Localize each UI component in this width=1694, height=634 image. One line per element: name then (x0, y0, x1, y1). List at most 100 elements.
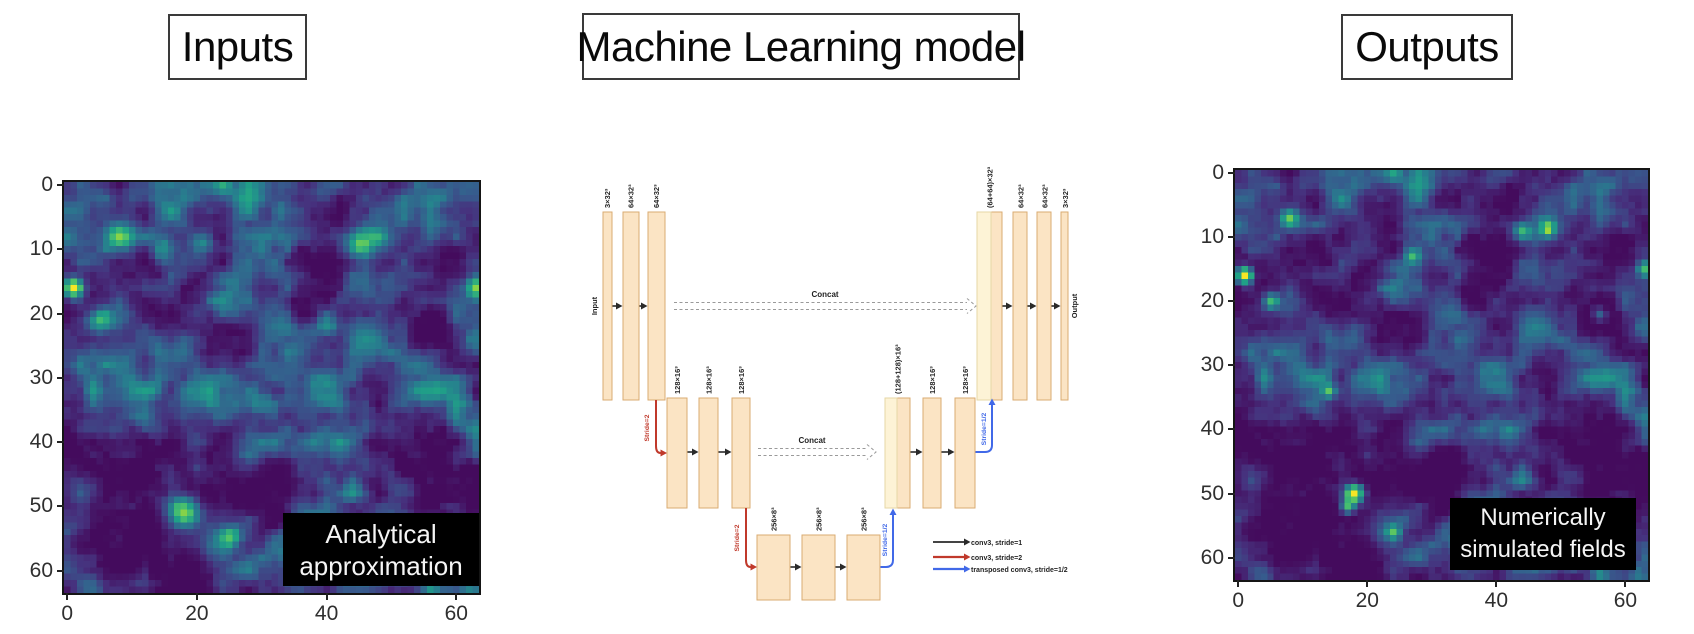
y-tick-mark (57, 248, 64, 251)
stride-half-arrow-icon (975, 398, 996, 453)
y-tick-label: 40 (1200, 417, 1224, 441)
y-tick-label: 0 (1212, 161, 1224, 185)
outputs-title-box: Outputs (1341, 14, 1513, 80)
x-tick-label: 20 (185, 602, 209, 625)
stride2-label: Stride=2 (644, 414, 651, 441)
downsample-arrows (655, 400, 757, 571)
x-tick-mark (455, 593, 458, 600)
y-tick-label: 10 (29, 237, 53, 261)
unet-diagram: Input Output Concat Concat Stride=2 Stri… (590, 166, 1079, 601)
unet-bar-bottleneck-1 (756, 534, 791, 601)
unet-bar-dec-top-1a (976, 211, 992, 401)
unet-bar-dec-top-4 (1060, 211, 1069, 401)
bar-label: 3×32³ (1061, 188, 1070, 208)
bar-label: (64+64)×32³ (986, 166, 995, 208)
stride2-arrow-icon (655, 400, 667, 457)
y-tick-mark (57, 505, 64, 508)
y-tick-mark (57, 376, 64, 379)
unet-input-label: Input (590, 296, 599, 315)
x-tick-label: 60 (1613, 589, 1638, 612)
x-tick-label: 20 (1355, 589, 1379, 612)
x-tick-label: 40 (1484, 589, 1509, 612)
unet-bar-enc-mid-2 (698, 397, 719, 509)
y-tick-label: 0 (41, 173, 53, 197)
y-tick-label: 60 (1200, 545, 1224, 569)
inputs-title-box: Inputs (168, 14, 307, 80)
overlay-line: Analytical (325, 518, 437, 549)
y-tick-label: 10 (1200, 225, 1224, 249)
y-tick-mark (1228, 428, 1235, 431)
unet-bars (602, 211, 1069, 601)
x-tick-mark (195, 593, 198, 600)
overlay-line: Numerically (1480, 504, 1606, 531)
concat-mid-label: Concat (798, 436, 825, 445)
x-tick-mark (325, 593, 328, 600)
conv-arrows (612, 302, 1061, 571)
model-title-box: Machine Learning model (577, 13, 1026, 80)
y-tick-mark (1228, 172, 1235, 175)
bar-label: 256×8³ (860, 507, 869, 531)
concat-arrowhead-mid-icon (866, 444, 877, 460)
bar-label: 3×32³ (603, 188, 612, 208)
x-tick-label: 40 (314, 602, 339, 625)
bar-labels: 3×32³ 64×32³ 64×32³ 128×16³ 128×16³ 128×… (603, 166, 1070, 531)
x-tick-label: 0 (1232, 589, 1245, 612)
legend-label: conv3, stride=2 (971, 555, 1022, 562)
y-tick-mark (1228, 236, 1235, 239)
bar-label: 128×16³ (673, 366, 682, 394)
y-tick-label: 20 (29, 301, 53, 325)
y-tick-label: 30 (1200, 353, 1224, 377)
legend-label: transposed conv3, stride=1/2 (971, 567, 1068, 574)
unet-bar-enc-top-3 (647, 211, 666, 401)
bar-label: 64×32³ (652, 184, 661, 208)
legend-label: conv3, stride=1 (971, 540, 1022, 547)
y-tick-label: 20 (1200, 289, 1224, 313)
stride-half-arrow-icon (880, 508, 897, 568)
concat-top-label: Concat (811, 290, 838, 299)
unet-output-label: Output (1070, 293, 1079, 318)
output-overlay-label: Numerically simulated fields (1450, 498, 1636, 570)
y-tick-mark (1228, 556, 1235, 559)
stride2-arrow-icon (745, 508, 757, 571)
concat-arrowhead-top-icon (966, 298, 977, 314)
y-tick-mark (57, 184, 64, 187)
bar-label: (128+128)×16³ (894, 344, 903, 394)
bar-label: 128×16³ (737, 366, 746, 394)
bar-label: 128×16³ (928, 366, 937, 394)
y-tick-label: 50 (29, 494, 53, 518)
bar-label: 256×8³ (815, 507, 824, 531)
bar-label: 256×8³ (770, 507, 779, 531)
bar-label: 64×32³ (1041, 184, 1050, 208)
unet-bar-enc-top-2 (622, 211, 640, 401)
unet-bar-dec-mid-1a (884, 397, 898, 509)
bar-label: 64×32³ (627, 184, 636, 208)
unet-bar-dec-mid-3 (954, 397, 976, 509)
input-overlay-label: Analytical approximation (283, 513, 479, 586)
y-tick-label: 50 (1200, 481, 1224, 505)
y-tick-mark (57, 441, 64, 444)
output-heatmap-plot: Numerically simulated fields 0 20 40 60 0 10 2… (1201, 161, 1650, 612)
unet-bar-dec-top-3 (1036, 211, 1052, 401)
y-tick-mark (1228, 300, 1235, 303)
y-tick-mark (57, 569, 64, 572)
unet-bar-dec-top-1b (990, 211, 1003, 401)
unet-bar-bottleneck-3 (846, 534, 881, 601)
x-tick-mark (1495, 580, 1498, 587)
y-tick-label: 60 (29, 558, 53, 582)
outputs-title: Outputs (1355, 23, 1499, 70)
x-tick-mark (1366, 580, 1369, 587)
upsample-arrows (880, 398, 996, 568)
unet-bar-enc-mid-3 (731, 397, 751, 509)
unet-bar-enc-top-1 (602, 211, 613, 401)
overlay-line: simulated fields (1460, 536, 1626, 563)
x-tick-mark (1237, 580, 1240, 587)
bar-label: 64×32³ (1017, 184, 1026, 208)
model-title: Machine Learning model (576, 22, 1026, 70)
unet-bar-enc-mid-1 (666, 397, 688, 509)
bar-label: 128×16³ (705, 366, 714, 394)
unet-bar-dec-mid-2 (922, 397, 942, 509)
inputs-title: Inputs (181, 23, 294, 70)
y-tick-mark (1228, 492, 1235, 495)
